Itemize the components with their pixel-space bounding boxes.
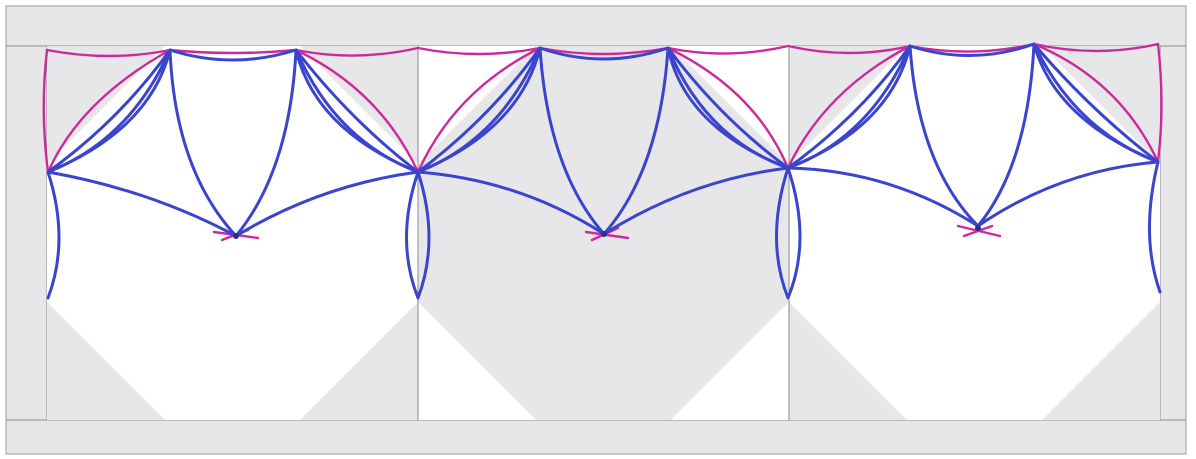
block-3-top-left-corner (789, 46, 907, 164)
block-2-bottom-right-corner (671, 302, 789, 420)
blue-seam-leaf-2 (775, 166, 802, 300)
blue-seam-leaf-1 (405, 170, 431, 300)
block-1-bottom-right-corner (300, 302, 418, 420)
blue-b3-right-drop (1148, 160, 1162, 294)
blue-stitch-lines (46, 42, 1162, 300)
blue-b2-v-right (602, 46, 670, 236)
center-knot-1 (233, 233, 239, 239)
block-1-bottom-left-corner (47, 302, 165, 420)
block-2-top-right-corner (671, 46, 789, 164)
blue-b2-left-petal-b (416, 46, 542, 174)
blue-b3-top-arc (908, 42, 1036, 57)
magenta-top-scallops (45, 42, 1160, 58)
blue-b3-left-petal-b (786, 44, 912, 170)
blue-b2-left-petal-c (416, 46, 542, 174)
blue-b3-swoop-right (976, 160, 1160, 228)
blue-b1-right-petal-c (294, 48, 420, 174)
blue-b3-right-petal-c (1032, 42, 1160, 164)
magenta-arc-b2-tl (416, 46, 542, 174)
block-2-bottom-left-corner (418, 302, 536, 420)
block-seams (417, 46, 790, 420)
block-3-bottom-left-corner (789, 302, 907, 420)
center-knots (233, 225, 981, 239)
blue-b2-v-left (538, 46, 606, 236)
magenta-arc-b3-tr (1032, 42, 1160, 164)
magenta-arc-b3-tl (786, 44, 912, 170)
blue-b3-left-petal-c (786, 44, 912, 170)
blue-b2-right-petal-b (666, 46, 790, 170)
blue-b1-top-arc (168, 48, 298, 62)
blue-b1-left-drop (46, 170, 61, 300)
blue-b1-v-right (234, 48, 298, 238)
blue-b3-swoop-left (786, 166, 980, 228)
center-knot-2 (601, 231, 607, 237)
block-3-top-right-corner (1042, 46, 1160, 164)
blue-b1-swoop-left (46, 170, 238, 238)
blue-b2-top-arc (538, 46, 670, 61)
magenta-right-edge (1156, 42, 1163, 164)
block-corner-triangles (47, 46, 1160, 420)
blue-b2-swoop-right (602, 166, 790, 236)
blue-b2-right-petal-c (666, 46, 790, 170)
magenta-left-edge (42, 48, 50, 174)
blue-b1-left-petal-b (46, 48, 172, 174)
blue-b1-v-left (168, 48, 238, 238)
magenta-arc-b2-tr (666, 46, 790, 170)
magenta-stitch-lines (42, 42, 1163, 242)
blue-b3-v-left (908, 44, 980, 228)
center-knot-3 (975, 225, 981, 231)
magenta-arc-b1-tr (294, 48, 420, 174)
blue-b1-left-petal-c (46, 48, 172, 174)
block-1-top-left-corner (47, 46, 165, 164)
blue-b3-right-petal-b (1032, 42, 1160, 164)
blue-b2-swoop-left (416, 170, 606, 236)
block-2-top-left-corner (418, 46, 536, 164)
blue-b3-v-right (976, 42, 1036, 228)
block-1-top-right-corner (300, 46, 418, 164)
magenta-arc-b1-tl (46, 48, 172, 174)
blue-b1-swoop-right (234, 170, 420, 238)
blue-b1-right-petal-b (294, 48, 420, 174)
block-3-bottom-right-corner (1042, 302, 1160, 420)
